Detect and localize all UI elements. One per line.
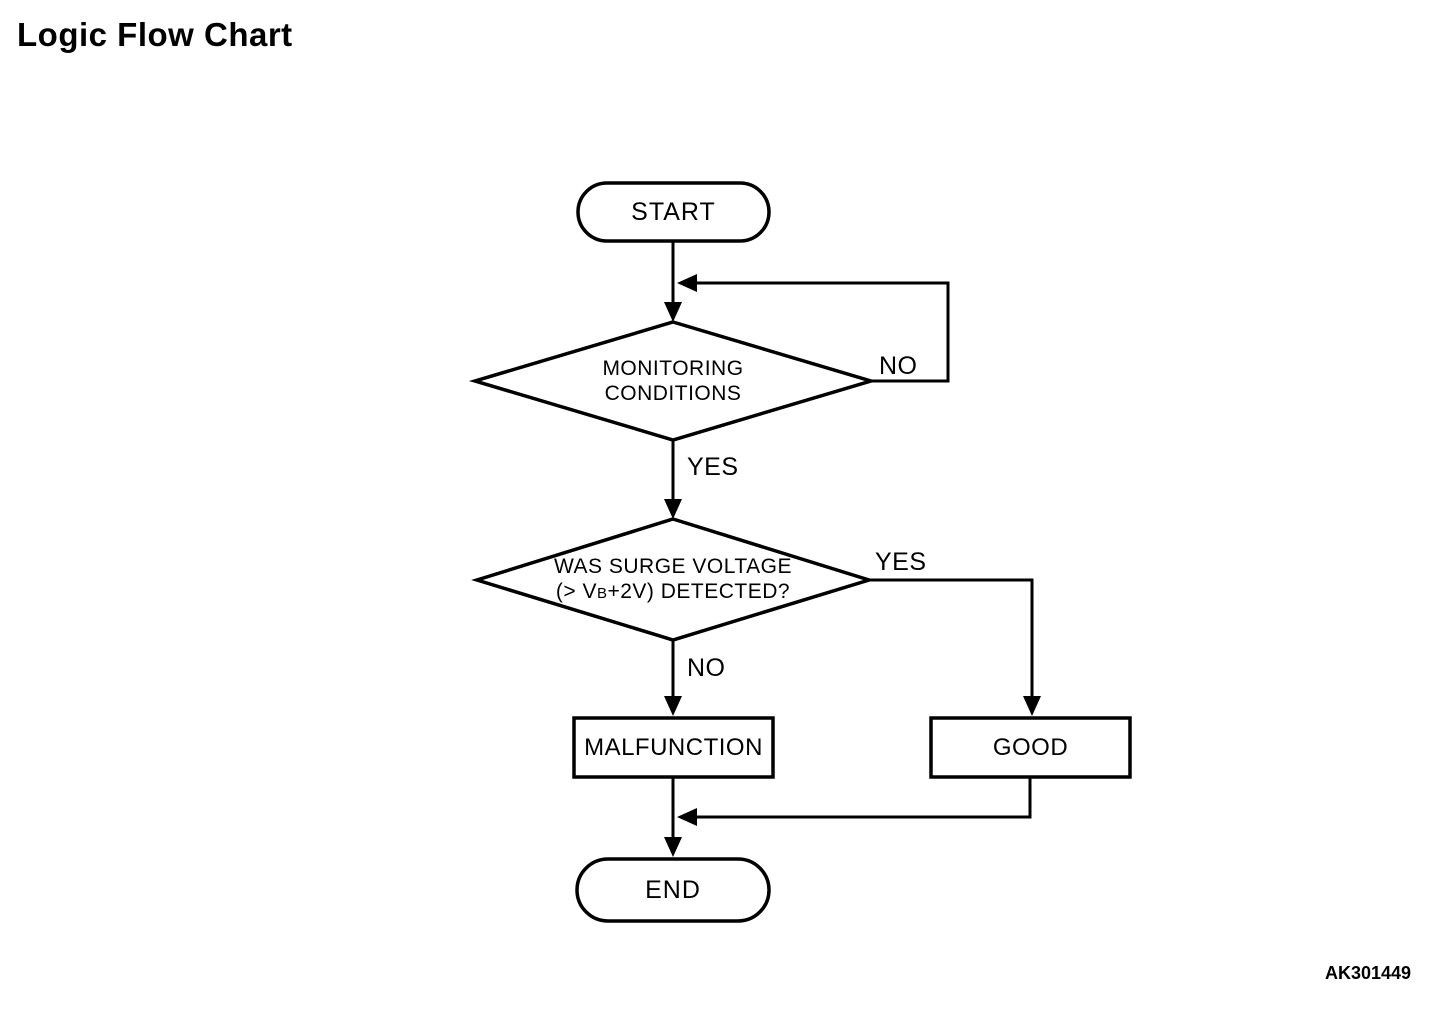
arrowhead-into-end xyxy=(664,837,682,857)
good-process-shape xyxy=(929,716,1132,779)
edge-monitoring-no-loop xyxy=(695,281,950,383)
start-terminator-shape xyxy=(576,181,771,243)
arrowhead-into-monitoring xyxy=(664,302,682,322)
end-terminator-shape xyxy=(575,857,771,923)
monitoring-label-line1: MONITORING xyxy=(602,357,744,380)
malfunction-process-shape xyxy=(572,716,775,779)
surge-label-line2: (> VB+2V) DETECTED? xyxy=(556,579,790,606)
arrowheads xyxy=(664,274,1041,857)
surge-decision-shape xyxy=(471,517,875,642)
edge-label-monitoring-no: NO xyxy=(879,352,918,380)
good-label: GOOD xyxy=(992,733,1069,761)
monitoring-decision-label: MONITORING CONDITIONS xyxy=(473,322,873,440)
arrowhead-into-good xyxy=(1023,696,1041,716)
monitoring-decision-shape xyxy=(468,320,878,442)
edge-surge-yes-to-good xyxy=(869,578,1034,699)
edge-label-monitoring-yes: YES xyxy=(687,453,739,481)
arrowhead-merge xyxy=(677,808,697,826)
surge-line2-pre: (> V xyxy=(555,579,597,603)
arrowhead-no-loop xyxy=(677,274,697,292)
end-label: END xyxy=(645,875,701,904)
surge-decision-label: WAS SURGE VOLTAGE (> VB+2V) DETECTED? xyxy=(473,519,873,640)
start-label: START xyxy=(631,197,716,226)
surge-line2-post: +2V) DETECTED? xyxy=(607,579,791,603)
monitoring-label-line2: CONDITIONS xyxy=(604,382,742,405)
edge-label-surge-no: NO xyxy=(687,654,726,682)
arrowhead-into-surge xyxy=(664,499,682,519)
edge-good-to-merge xyxy=(695,778,1032,819)
surge-line2-subscript: B xyxy=(596,584,608,602)
surge-label-line1: WAS SURGE VOLTAGE xyxy=(554,554,792,578)
page-title: Logic Flow Chart xyxy=(17,16,293,53)
malfunction-label: MALFUNCTION xyxy=(584,733,763,761)
nodes xyxy=(468,181,1132,923)
figure-code: AK301449 xyxy=(1325,963,1412,983)
connectors xyxy=(671,241,1034,840)
edge-label-surge-yes: YES xyxy=(875,548,927,576)
arrowhead-into-malfunction xyxy=(664,696,682,716)
